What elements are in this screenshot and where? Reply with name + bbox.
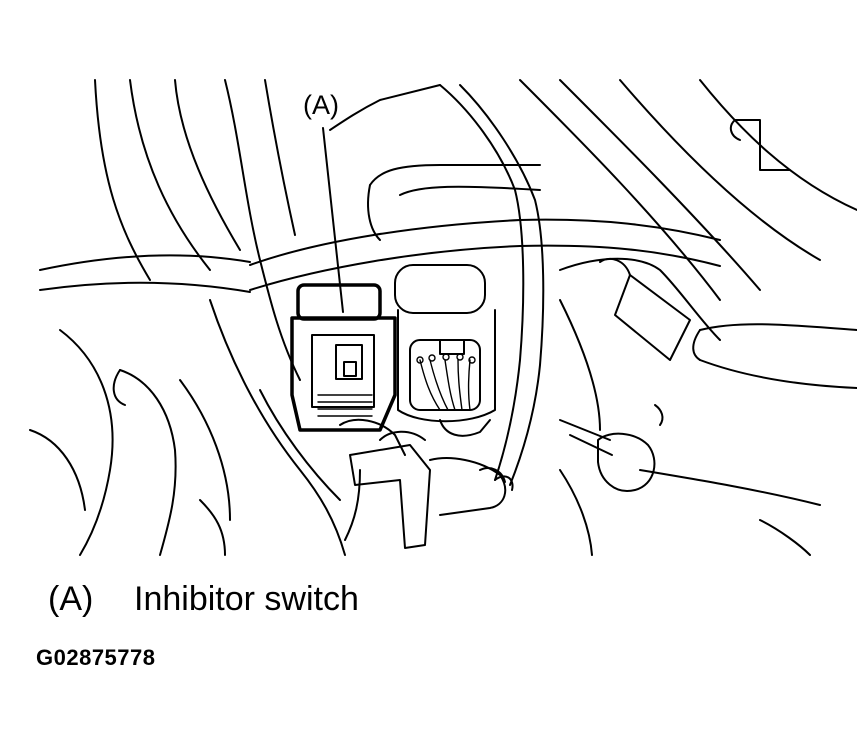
legend-key: (A): [48, 580, 94, 618]
callout-label: (A): [303, 90, 339, 120]
legend: (A) Inhibitor switch: [48, 582, 359, 616]
callout-leader-line: [322, 127, 344, 313]
center-bracket-lines: [209, 79, 346, 556]
lower-plug-assembly: [344, 430, 514, 549]
legend-text: Inhibitor switch: [134, 580, 359, 618]
figure-id: G02875778: [36, 645, 156, 670]
adjacent-connector: [394, 264, 496, 437]
inhibitor-switch-connector: [290, 283, 406, 456]
left-bracket-lines: [29, 79, 251, 556]
engine-bay-line-drawing: [29, 79, 857, 556]
right-side-lines: [519, 79, 857, 556]
harness-tube-lines: [249, 84, 721, 486]
